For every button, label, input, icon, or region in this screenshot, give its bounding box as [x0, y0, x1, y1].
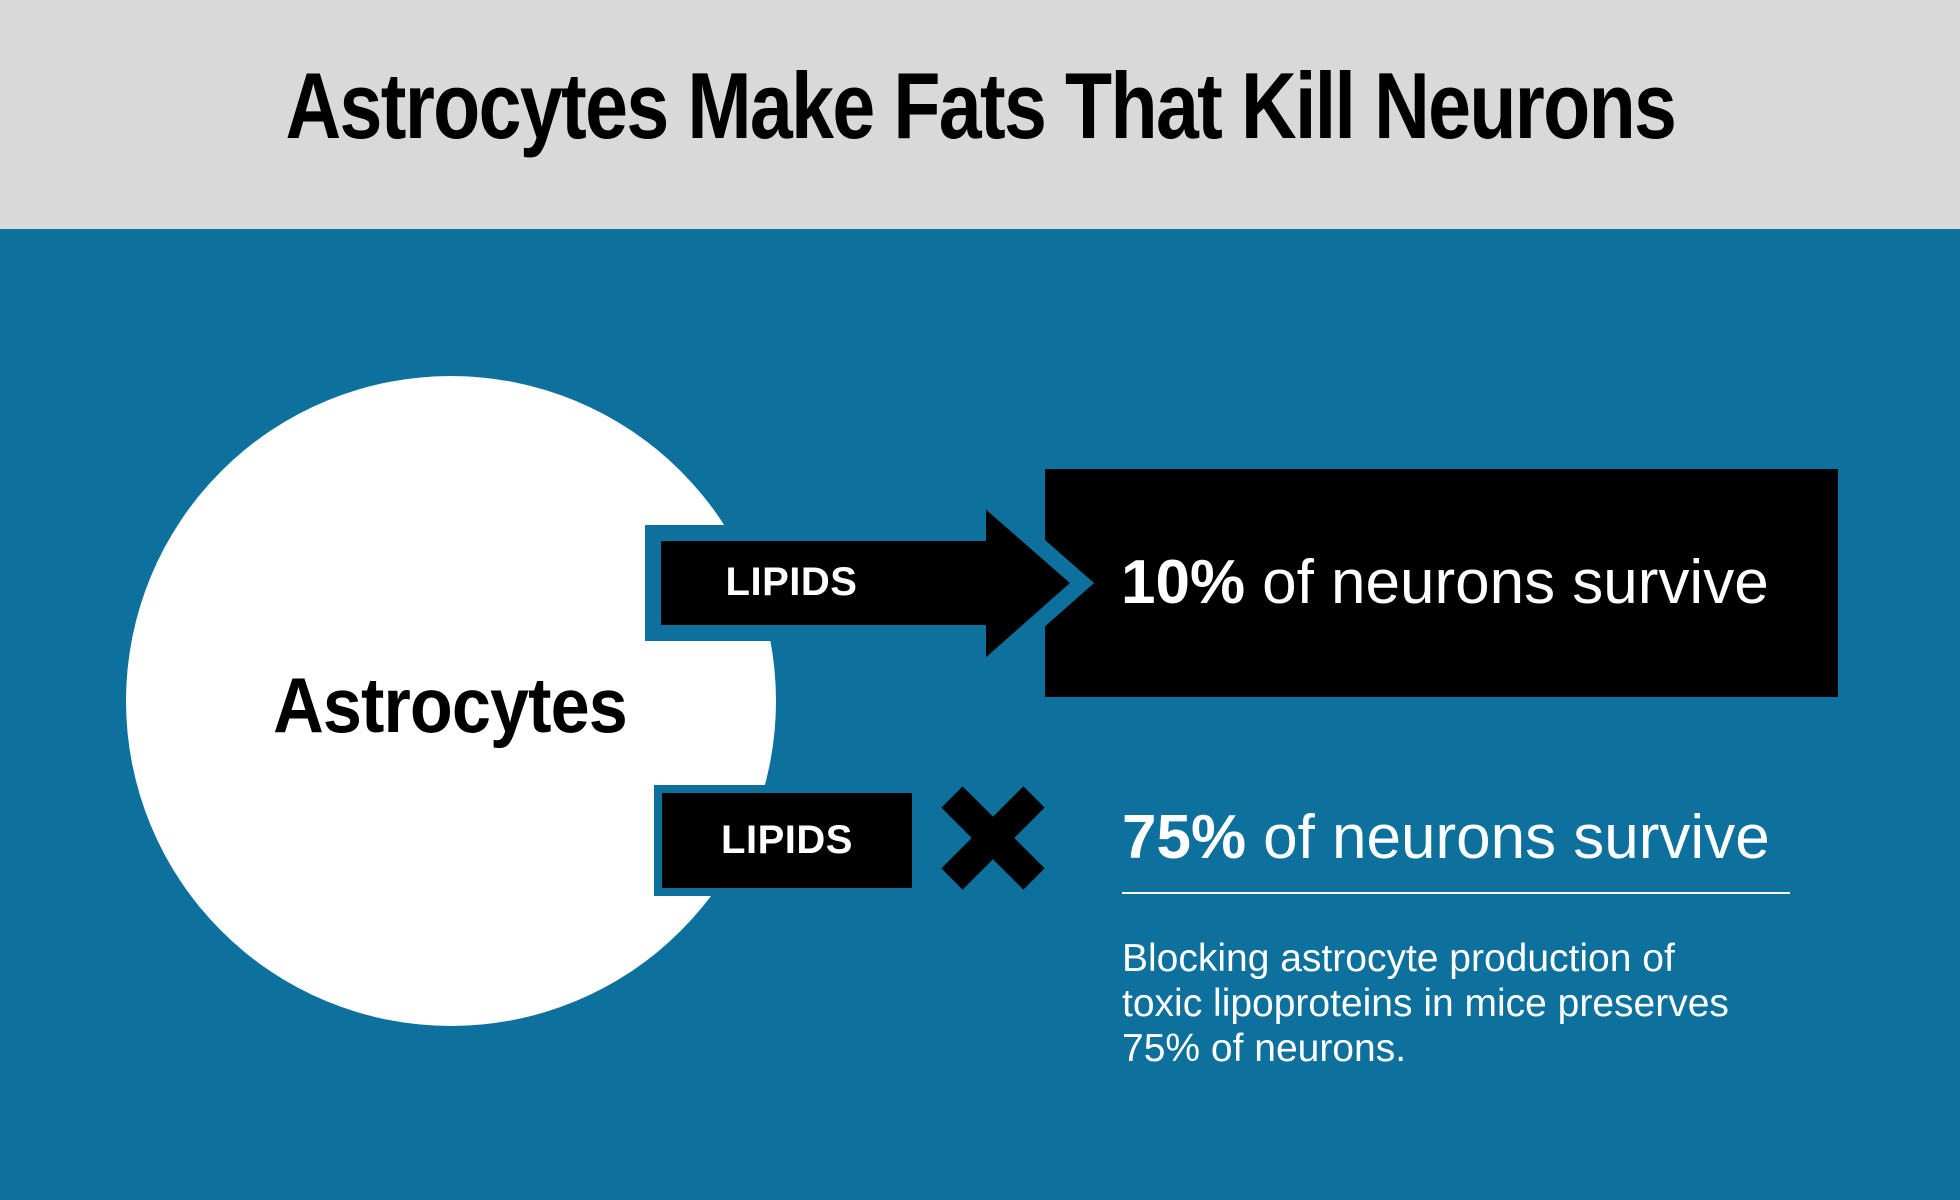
lipids-tag-2-label: LIPIDS: [721, 818, 853, 862]
blocked-x-icon: [941, 786, 1045, 890]
outcome-75-value: 75%: [1122, 803, 1247, 872]
outcome-75-percent: 75%of neurons survive: [1122, 807, 1770, 869]
header-banner: Astrocytes Make Fats That Kill Neurons: [0, 0, 1960, 229]
lipids-tag-2: LIPIDS: [654, 785, 920, 896]
outcome-75-text: of neurons survive: [1263, 803, 1770, 872]
outcome-10-value: 10%: [1121, 548, 1246, 617]
note-line-2: toxic lipoproteins in mice preserves: [1122, 982, 1729, 1025]
note-line-3: 75% of neurons.: [1122, 1027, 1407, 1070]
infographic-title: Astrocytes Make Fats That Kill Neurons: [285, 52, 1676, 158]
diagram-canvas: 10%of neurons survive Astrocytes LIPIDS …: [0, 229, 1960, 1200]
note-text: Blocking astrocyte production of toxic l…: [1122, 936, 1842, 1071]
outcome-10-percent: 10%of neurons survive: [1121, 552, 1769, 614]
outcome-10-text: of neurons survive: [1262, 548, 1769, 617]
lipids-tag-1: LIPIDS: [725, 560, 858, 604]
note-line-1: Blocking astrocyte production of: [1122, 937, 1675, 980]
divider-line: [1122, 892, 1790, 894]
astrocyte-label: Astrocytes: [273, 661, 628, 749]
outcome-box-toxic: 10%of neurons survive: [1045, 469, 1838, 697]
